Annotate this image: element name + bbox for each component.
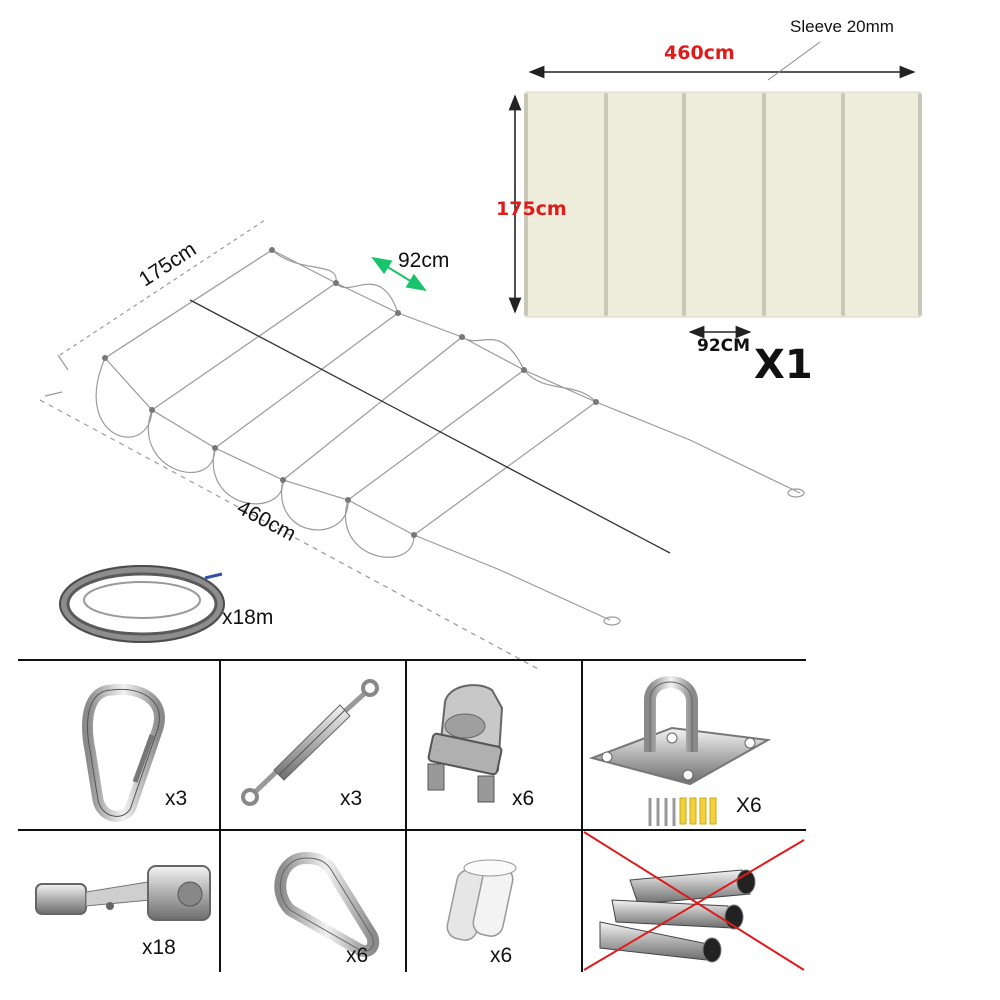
panel-width-label: 460cm — [664, 42, 735, 64]
frame-segment-label: 92cm — [398, 249, 450, 272]
wire-rope-clip-quantity: x6 — [512, 787, 535, 810]
sleeve-note: Sleeve 20mm — [790, 17, 894, 36]
sliding-clip-quantity: x18 — [142, 936, 176, 959]
panel-quantity: X1 — [754, 342, 813, 388]
turnbuckle-quantity: x3 — [340, 787, 363, 810]
thimble-quantity: x6 — [346, 944, 369, 967]
carabiner-quantity: x3 — [165, 787, 188, 810]
panel-height-label: 175cm — [496, 198, 567, 220]
pad-eye-plate-quantity: X6 — [736, 794, 762, 817]
panel-segment-label: 92CM — [697, 336, 751, 356]
wire-rope-quantity: x18m — [222, 606, 274, 629]
ferrule-quantity: x6 — [490, 944, 513, 967]
